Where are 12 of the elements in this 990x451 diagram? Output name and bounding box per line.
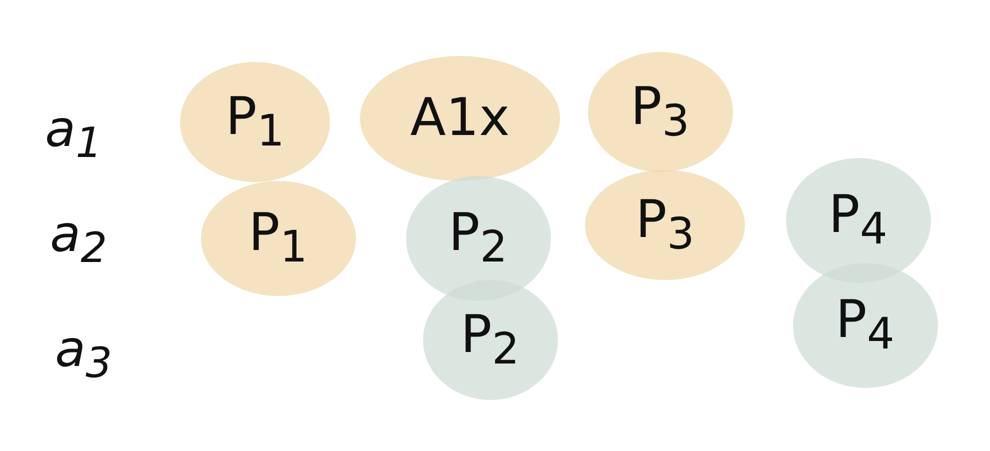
row-label: a$_{1}$ [45, 100, 102, 167]
cell-label: P$_{3}$ [636, 190, 694, 260]
cell-label: A1x [410, 88, 510, 148]
row-label: a$_{3}$ [55, 320, 112, 387]
cell-label: P$_{2}$ [448, 203, 508, 273]
cell-label: P$_{1}$ [248, 203, 308, 273]
cell-label: P$_{2}$ [460, 305, 520, 375]
row-label: a$_{2}$ [50, 205, 108, 272]
cell-label: P$_{4}$ [828, 185, 888, 255]
cell-label: P$_{1}$ [226, 87, 284, 157]
cell-label: P$_{3}$ [630, 77, 690, 147]
cell-label: P$_{4}$ [836, 290, 894, 360]
